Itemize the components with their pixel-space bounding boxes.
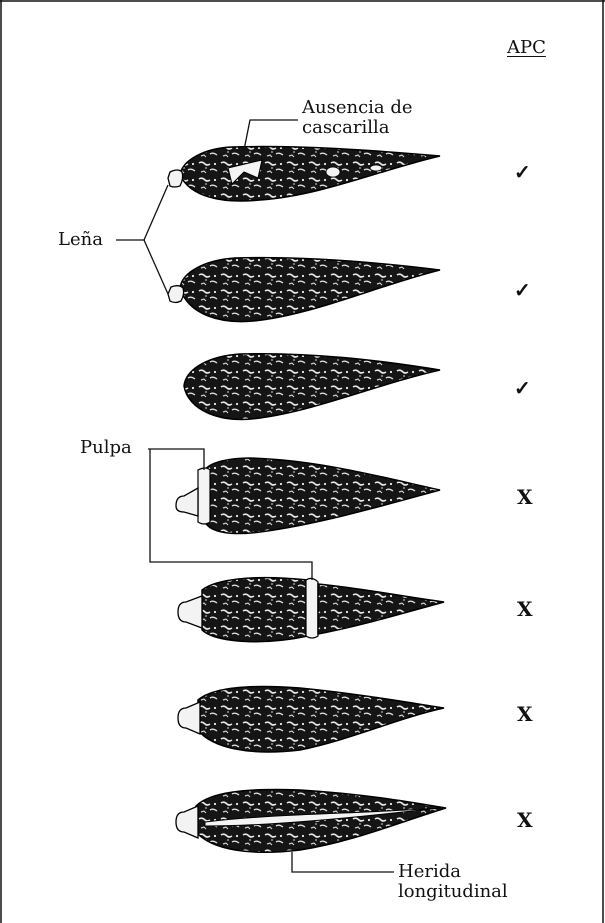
apc-column-header: APC: [507, 38, 546, 58]
specimen-body: [180, 147, 440, 201]
specimen-body: [184, 354, 440, 420]
pulp-band: [198, 468, 210, 524]
apc-mark-3: ✓: [514, 376, 531, 400]
specimen-body: [180, 258, 440, 322]
label-line: Herida: [398, 862, 508, 882]
apc-mark-1: ✓: [514, 160, 531, 184]
apc-mark-5: X: [517, 597, 533, 621]
specimen-neck: [176, 488, 198, 516]
specimen-neck: [168, 286, 184, 303]
herida-leader-line: [292, 852, 394, 872]
apc-mark-2: ✓: [514, 278, 531, 302]
specimen-body-tip: [318, 584, 444, 634]
label-pulpa: Pulpa: [80, 438, 132, 458]
specimen-3: [184, 354, 440, 420]
specimen-6: [178, 687, 444, 752]
specimen-body: [205, 458, 440, 534]
specimen-neck: [178, 702, 200, 734]
specimen-5-pulpa: [178, 578, 444, 642]
apc-mark-7: X: [517, 808, 533, 832]
lena-leader-upper: [116, 185, 168, 240]
specimen-1-ausencia-cascarilla: [168, 147, 440, 201]
specimen-body-front: [202, 578, 308, 642]
label-line: Ausencia de: [302, 98, 413, 118]
pulpa-leader-line: [148, 449, 204, 470]
label-lena: Leña: [58, 230, 103, 250]
specimen-neck: [178, 596, 202, 628]
specimen-neck: [168, 170, 183, 187]
label-line: cascarilla: [302, 118, 413, 138]
label-line: longitudinal: [398, 882, 508, 902]
lena-leader-lower: [144, 240, 168, 294]
label-ausencia-de-cascarilla: Ausencia de cascarilla: [302, 98, 413, 138]
apc-mark-4: X: [517, 485, 533, 509]
specimen-body: [198, 687, 444, 752]
apc-mark-6: X: [517, 702, 533, 726]
pulp-gap: [306, 578, 318, 638]
specimen-7-herida-longitudinal: [176, 790, 446, 853]
specimen-neck: [176, 806, 198, 838]
specimen-2-lena: [168, 258, 440, 322]
ausencia-leader-line: [244, 120, 298, 150]
label-herida-longitudinal: Herida longitudinal: [398, 862, 508, 902]
specimen-4-pulpa: [176, 458, 440, 534]
